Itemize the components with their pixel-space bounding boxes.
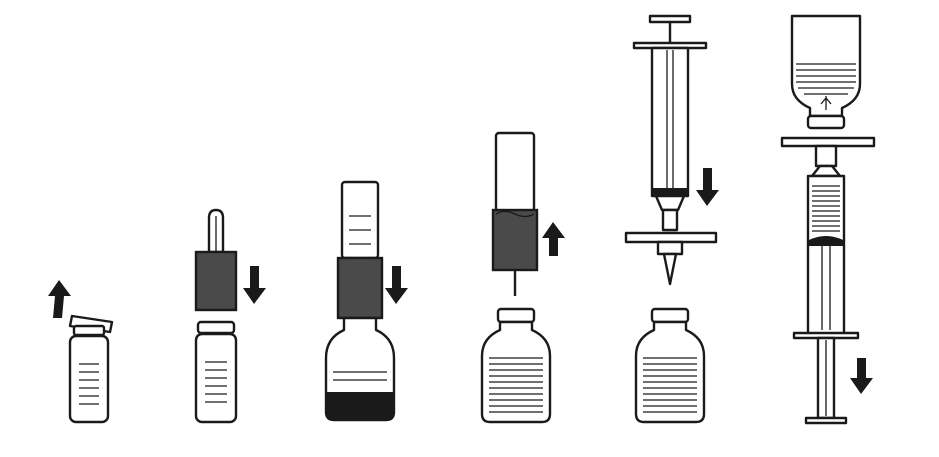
step-4-bottle-contents xyxy=(489,357,543,413)
step-5-plunger-stopper xyxy=(653,188,687,196)
step-6-barrel-tip xyxy=(810,164,842,178)
step-2-vial-contents xyxy=(205,361,227,403)
step-3-transfer-device-body xyxy=(336,256,384,320)
step-5-syringe-barrel xyxy=(650,46,690,198)
step-3-arrow-down xyxy=(385,266,408,304)
step-3-syringe-barrel xyxy=(340,180,380,260)
step-5-bottle-cap xyxy=(650,307,690,324)
step-1-vial-contents xyxy=(79,363,99,405)
step-5-needle xyxy=(662,252,678,286)
step-5-inject-through-adapter xyxy=(624,14,719,424)
step-2-transfer-device-body xyxy=(194,250,238,312)
step-4-syringe-barrel xyxy=(494,131,536,213)
step-6-adapter-connector xyxy=(814,144,838,168)
step-5-bottle xyxy=(634,320,706,424)
step-4-arrow-up xyxy=(542,222,565,256)
step-6-container-contents xyxy=(796,63,856,95)
step-6-syringe-contents xyxy=(812,185,840,232)
step-4-bottle-cap xyxy=(496,307,536,324)
step-1-arrow-up xyxy=(48,280,71,318)
step-6-plunger-stopper xyxy=(809,236,843,246)
step-5-bottle-contents xyxy=(643,357,697,413)
step-6-syringe-barrel xyxy=(806,174,846,336)
step-1-remove-cap xyxy=(48,280,114,424)
step-3-diluent-liquid xyxy=(327,392,393,419)
step-5-luer-hub xyxy=(661,208,679,232)
step-6-plunger-thumb xyxy=(804,416,848,425)
step-5-arrow-down xyxy=(696,168,719,206)
step-5-adapter-plate xyxy=(624,231,718,244)
step-4-transfer-device-body xyxy=(491,208,539,272)
step-1-vial-neck xyxy=(72,324,106,337)
step-6-arrow-down xyxy=(850,358,873,394)
step-5-adapter-hub xyxy=(656,240,684,256)
step-1-vial-body xyxy=(68,334,110,424)
step-5-plunger-thumb xyxy=(648,14,692,24)
step-2-vial-stopper xyxy=(196,320,236,335)
step-4-bottle xyxy=(480,320,552,424)
step-2-arrow-down xyxy=(243,266,266,304)
step-6-draw-into-syringe xyxy=(780,14,876,425)
step-3-attach-to-diluent-bottle xyxy=(324,180,408,422)
step-5-barrel-tip xyxy=(654,194,686,212)
step-6-container-cap xyxy=(806,114,846,130)
step-2-attach-transfer-device xyxy=(194,208,266,424)
step-4-lift-syringe xyxy=(480,131,565,424)
